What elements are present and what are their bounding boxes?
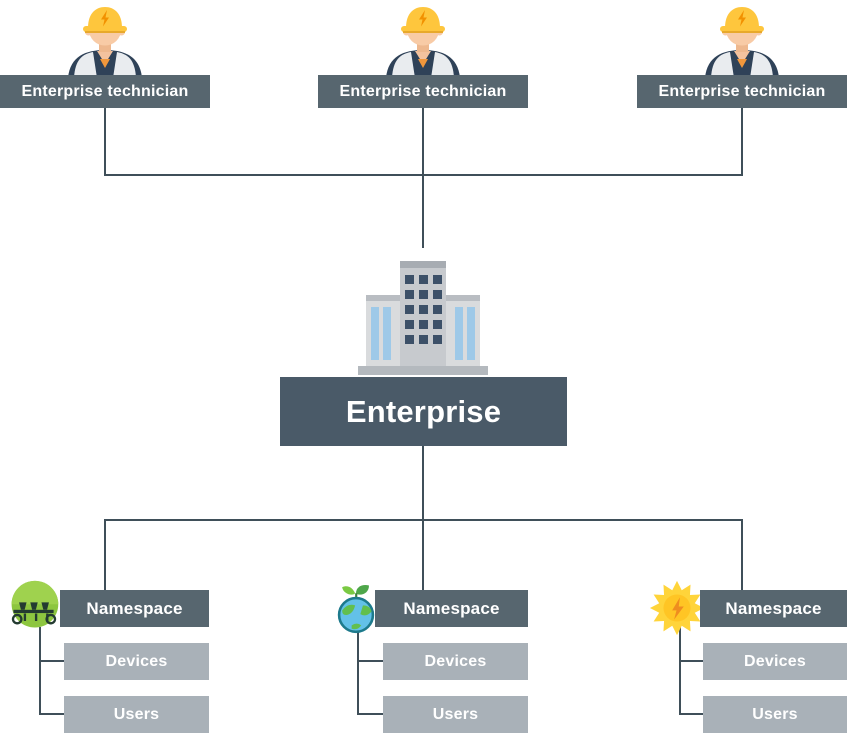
devices-box-3: Devices (703, 643, 847, 680)
enterprise-label: Enterprise (345, 393, 502, 429)
users-label: Users (752, 705, 798, 723)
connector-line (741, 521, 743, 590)
users-box-2: Users (383, 696, 528, 733)
connector-line (681, 660, 703, 662)
namespace-box-3: Namespace (700, 590, 847, 627)
namespace-box-2: Namespace (375, 590, 528, 627)
technician-label: Enterprise technician (21, 82, 189, 100)
connector-line (422, 446, 424, 520)
devices-label: Devices (744, 652, 806, 670)
devices-box-1: Devices (64, 643, 209, 680)
connector-line (741, 108, 743, 176)
connector-line (679, 627, 681, 715)
connector-line (104, 108, 106, 176)
connector-line (39, 627, 41, 715)
technician-avatar-icon (697, 0, 787, 78)
enterprise-box: Enterprise (280, 377, 567, 446)
connector-line (359, 660, 383, 662)
connector-line (422, 521, 424, 590)
technician-box-3: Enterprise technician (637, 75, 847, 108)
technician-box-1: Enterprise technician (0, 75, 210, 108)
technician-avatar-icon (378, 0, 468, 78)
agriculture-icon (6, 579, 62, 635)
connector-line (681, 713, 703, 715)
connector-line (422, 108, 424, 176)
namespace-box-1: Namespace (60, 590, 209, 627)
connector-line (357, 627, 359, 715)
connector-line (422, 176, 424, 248)
devices-box-2: Devices (383, 643, 528, 680)
technician-label: Enterprise technician (339, 82, 507, 100)
building-icon (358, 243, 488, 377)
connector-line (104, 519, 743, 521)
connector-line (359, 713, 383, 715)
namespace-label: Namespace (725, 598, 822, 618)
namespace-label: Namespace (86, 598, 183, 618)
users-box-3: Users (703, 696, 847, 733)
solar-energy-icon (648, 579, 706, 637)
connector-line (41, 713, 64, 715)
connector-line (104, 521, 106, 590)
connector-line (104, 174, 743, 176)
users-box-1: Users (64, 696, 209, 733)
technician-label: Enterprise technician (658, 82, 826, 100)
users-label: Users (113, 705, 160, 723)
connector-line (41, 660, 64, 662)
devices-label: Devices (105, 652, 168, 670)
users-label: Users (432, 705, 479, 723)
devices-label: Devices (424, 652, 487, 670)
technician-box-2: Enterprise technician (318, 75, 528, 108)
technician-avatar-icon (60, 0, 150, 78)
namespace-label: Namespace (403, 598, 500, 618)
